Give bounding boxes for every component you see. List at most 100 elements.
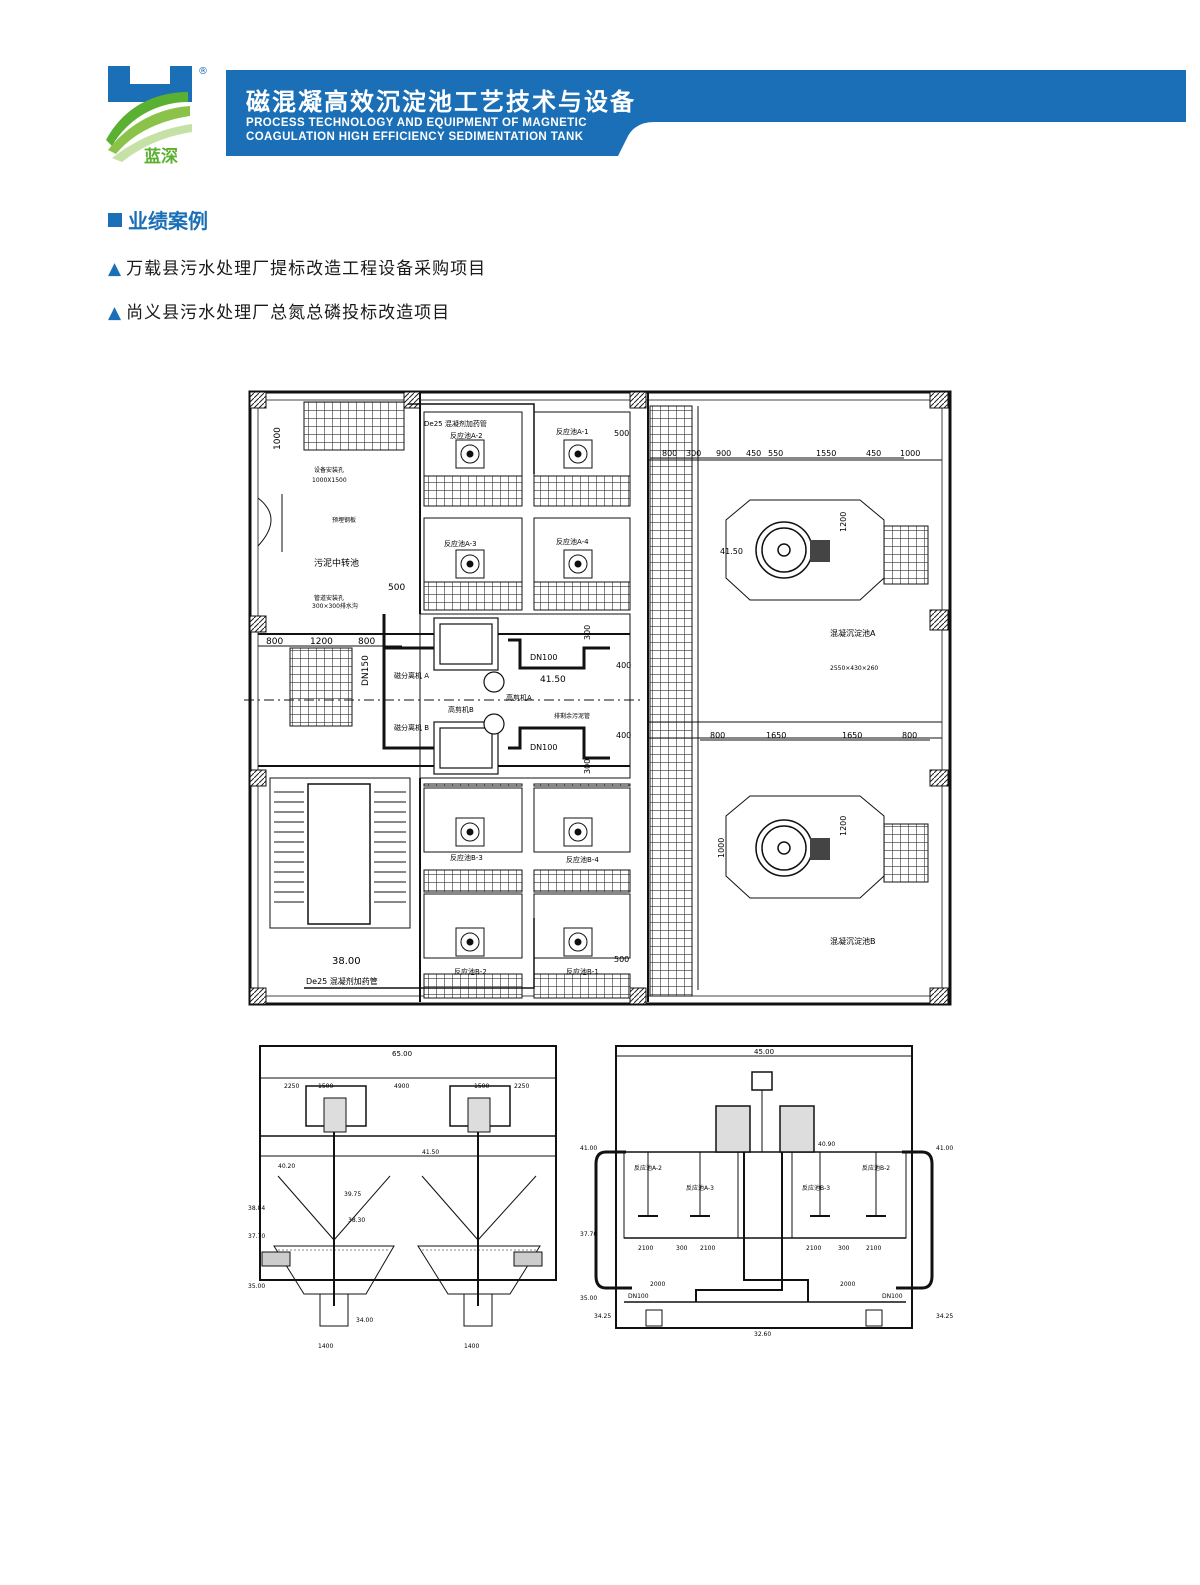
header-title-en-line1: PROCESS TECHNOLOGY AND EQUIPMENT OF MAGN… bbox=[246, 117, 587, 129]
sec-left-dim-5: 1400 bbox=[318, 1343, 333, 1350]
elev-plan-label: 41.50 bbox=[540, 675, 566, 685]
sec-right-total: 45.00 bbox=[754, 1048, 774, 1056]
shear-a-label: 高剪机A bbox=[506, 693, 532, 702]
sec-right-elev-1: 37.70 bbox=[580, 1231, 597, 1238]
dim-left-2: 800 bbox=[358, 637, 375, 647]
dim-top-0: 800 bbox=[662, 449, 677, 458]
section-heading: 业绩案例 bbox=[108, 205, 208, 234]
sed-a-label: 混凝沉淀池A bbox=[830, 628, 876, 638]
dim-top-6: 450 bbox=[866, 449, 881, 458]
dim-1200-a: 1200 bbox=[839, 512, 848, 532]
sec-right-dim-2: 2100 bbox=[700, 1245, 715, 1252]
sec-left-dim-3: 1500 bbox=[474, 1083, 489, 1090]
dn100-b-label: DN100 bbox=[530, 743, 557, 752]
dim-top-4: 550 bbox=[768, 449, 783, 458]
elev-stairs-label: 38.00 bbox=[332, 956, 361, 967]
sec-right-dim-7: 2000 bbox=[840, 1281, 855, 1288]
tank-label-b3: 反应池B-3 bbox=[450, 853, 483, 862]
sec-right-dn-0: DN100 bbox=[628, 1293, 649, 1300]
section-drawing-right: 45.00 反应池A-2 反应池A-3 反应池B-3 反应池B-2 41.00 … bbox=[580, 1045, 953, 1338]
sec-left-dim-1: 1500 bbox=[318, 1083, 333, 1090]
triangle-bullet-icon: ▲ bbox=[108, 303, 123, 323]
dim-300-b: 300 bbox=[583, 759, 592, 774]
dim-300-a: 300 bbox=[583, 625, 592, 640]
dim-mid-0: 800 bbox=[710, 731, 725, 740]
sec-right-dim-0: 2100 bbox=[638, 1245, 653, 1252]
sed-b-label: 混凝沉淀池B bbox=[830, 936, 876, 946]
sec-right-dim-6: 2000 bbox=[650, 1281, 665, 1288]
plan-drawing: 设备安装孔 1000X1500 1000 污泥中转池 管道安装孔 300×300… bbox=[244, 390, 952, 1006]
sec-right-dim-5: 2100 bbox=[866, 1245, 881, 1252]
dim-500-c: 500 bbox=[614, 955, 629, 964]
sec-right-label-1: 反应池A-3 bbox=[686, 1184, 714, 1192]
sec-left-elev-4: 35.00 bbox=[248, 1283, 265, 1290]
sec-right-elev-3: 34.25 bbox=[594, 1313, 611, 1320]
company-logo: ® 蓝深 bbox=[104, 62, 212, 167]
tank-label-b4: 反应池B-4 bbox=[566, 855, 599, 864]
sec-right-elev-2: 35.00 bbox=[580, 1295, 597, 1302]
pipe-top-label: De25 混凝剂加药管 bbox=[424, 419, 487, 428]
section-drawing-left: 65.00 2250 1500 4900 1500 2250 1400 1400… bbox=[248, 1045, 557, 1350]
sec-right-elev-3b: 34.25 bbox=[936, 1313, 953, 1320]
mag-a-label: 磁分离机 A bbox=[394, 671, 429, 680]
header-banner: 磁混凝高效沉淀池工艺技术与设备 PROCESS TECHNOLOGY AND E… bbox=[226, 70, 1186, 158]
tank-label-a1: 反应池A-1 bbox=[556, 427, 589, 436]
sec-right-label-3: 反应池B-2 bbox=[862, 1164, 890, 1172]
dim-1200-b: 1200 bbox=[839, 816, 848, 836]
dn100-a-label: DN100 bbox=[530, 653, 557, 662]
sludge-pool-label: 污泥中转池 bbox=[314, 557, 359, 569]
sec-left-elev-5: 34.00 bbox=[356, 1317, 373, 1324]
svg-text:管道安装孔: 管道安装孔 bbox=[314, 594, 344, 602]
dim-500-a: 500 bbox=[388, 583, 405, 593]
dim-top-3: 450 bbox=[746, 449, 761, 458]
sec-right-label-2: 反应池B-3 bbox=[802, 1184, 830, 1192]
sec-left-elev-6: 39.75 bbox=[344, 1191, 361, 1198]
sec-left-dim-2: 4900 bbox=[394, 1083, 409, 1090]
sec-left-elev-7: 38.30 bbox=[348, 1217, 365, 1224]
dim-1000: 1000 bbox=[273, 427, 283, 450]
sec-left-elev-3: 37.70 bbox=[248, 1233, 265, 1240]
dim-400-a: 400 bbox=[616, 661, 631, 670]
sed-size-label: 2550×430×260 bbox=[830, 665, 878, 672]
dim-top-2: 900 bbox=[716, 449, 731, 458]
sec-right-label-0: 反应池A-2 bbox=[634, 1164, 662, 1172]
mag-b-label: 磁分离机 B bbox=[394, 723, 429, 732]
section-heading-text: 业绩案例 bbox=[128, 209, 208, 233]
sec-right-dim-3: 2100 bbox=[806, 1245, 821, 1252]
project-item: ▲万载县污水处理厂提标改造工程设备采购项目 bbox=[108, 254, 486, 279]
sec-left-elev-0: 41.50 bbox=[422, 1149, 439, 1156]
sec-left-dim-4: 2250 bbox=[514, 1083, 529, 1090]
tank-label-b1: 反应池B-1 bbox=[566, 967, 599, 976]
sec-left-elev-1: 40.20 bbox=[278, 1163, 295, 1170]
sec-right-elev-4: 32.60 bbox=[754, 1331, 771, 1338]
triangle-bullet-icon: ▲ bbox=[108, 259, 123, 279]
header-title-en: PROCESS TECHNOLOGY AND EQUIPMENT OF MAGN… bbox=[246, 116, 587, 144]
sec-right-dim-1: 300 bbox=[676, 1245, 688, 1252]
sec-right-dim-4: 300 bbox=[838, 1245, 850, 1252]
project-item: ▲尚义县污水处理厂总氮总磷投标改造项目 bbox=[108, 298, 450, 323]
sec-left-elev-2: 38.84 bbox=[248, 1205, 265, 1212]
tank-label-a4: 反应池A-4 bbox=[556, 537, 589, 546]
square-bullet-icon bbox=[108, 213, 122, 227]
shear-b-label: 高剪机B bbox=[448, 705, 474, 714]
header-title-cn: 磁混凝高效沉淀池工艺技术与设备 bbox=[246, 88, 636, 116]
dim-500-b: 500 bbox=[614, 429, 629, 438]
dim-400-b: 400 bbox=[616, 731, 631, 740]
svg-text:预埋钢板: 预埋钢板 bbox=[332, 516, 356, 524]
sed-elev-label: 41.50 bbox=[720, 547, 743, 556]
dim-top-7: 1000 bbox=[900, 449, 920, 458]
svg-text:设备安装孔: 设备安装孔 bbox=[314, 466, 344, 474]
tank-label-a2: 反应池A-2 bbox=[450, 431, 483, 440]
logo-text: 蓝深 bbox=[144, 147, 178, 167]
sludge-pipe-label: 排剩余污泥管 bbox=[554, 712, 590, 720]
sec-right-dn-1: DN100 bbox=[882, 1293, 903, 1300]
sec-right-elev-5: 40.90 bbox=[818, 1141, 835, 1148]
dim-mid-1: 1650 bbox=[766, 731, 786, 740]
dim-mid-3: 800 bbox=[902, 731, 917, 740]
dim-left-0: 800 bbox=[266, 637, 283, 647]
dim-top-5: 1550 bbox=[816, 449, 836, 458]
tank-label-a3: 反应池A-3 bbox=[444, 539, 477, 548]
tank-label-b2: 反应池B-2 bbox=[454, 967, 487, 976]
sec-left-dim-0: 2250 bbox=[284, 1083, 299, 1090]
dim-top-1: 300 bbox=[686, 449, 701, 458]
